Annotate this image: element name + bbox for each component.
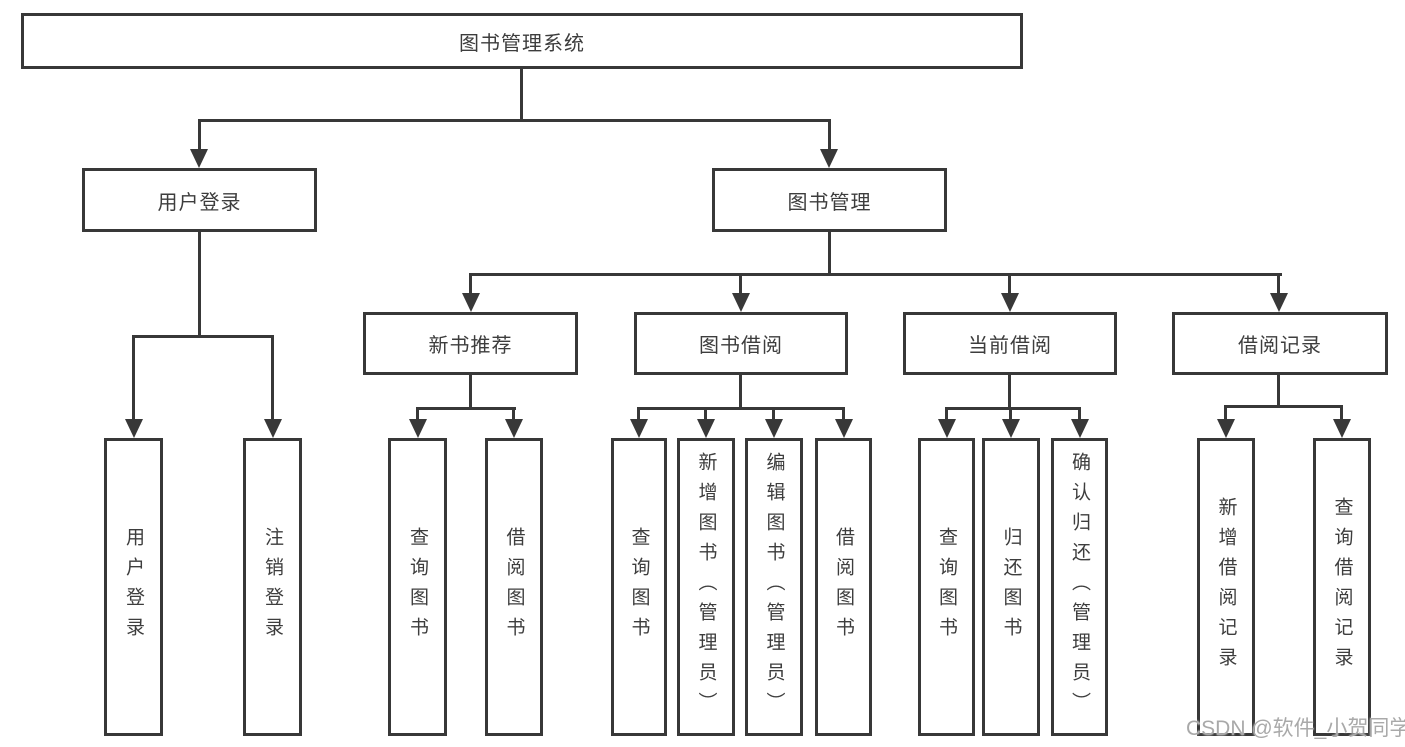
leaf-edit-book-admin: 编辑图书（管理员） — [745, 438, 803, 736]
arrow-down-icon — [505, 419, 523, 438]
leaf-label: 查询图书 — [407, 527, 428, 647]
leaf-add-borrow-record: 新增借阅记录 — [1197, 438, 1255, 736]
connector-line — [520, 69, 523, 119]
leaf-label: 查询图书 — [936, 527, 957, 647]
arrow-down-icon — [125, 419, 143, 438]
csdn-watermark: CSDN @软件_小贺同学 — [1186, 717, 1405, 740]
connector-line — [1277, 374, 1280, 405]
node-label: 当前借阅 — [968, 335, 1052, 357]
arrow-down-icon — [462, 293, 480, 312]
arrow-down-icon — [1217, 419, 1235, 438]
connector-line — [704, 407, 707, 421]
node-label: 新书推荐 — [428, 335, 513, 357]
connector-line — [1008, 273, 1011, 295]
connector-line — [512, 407, 515, 421]
connector-line — [469, 273, 472, 295]
connector-line — [842, 407, 845, 421]
leaf-label: 注销登录 — [262, 527, 283, 647]
connector-line — [1224, 405, 1227, 421]
connector-line — [132, 335, 135, 419]
node-user-login: 用户登录 — [82, 168, 317, 232]
node-label: 图书借阅 — [699, 335, 783, 357]
arrow-down-icon — [1270, 293, 1288, 312]
leaf-confirm-return-admin: 确认归还（管理员） — [1051, 438, 1108, 736]
connector-line — [469, 374, 472, 407]
connector-line — [1277, 273, 1280, 295]
node-label: 用户登录 — [157, 191, 242, 214]
leaf-return-book: 归还图书 — [982, 438, 1040, 736]
leaf-user-login: 用户登录 — [104, 438, 163, 736]
connector-line — [1078, 407, 1081, 421]
arrow-down-icon — [190, 149, 208, 168]
connector-line — [469, 273, 1282, 276]
connector-line — [637, 407, 640, 421]
node-current-borrowing: 当前借阅 — [903, 312, 1117, 375]
connector-line — [739, 374, 742, 407]
leaf-add-book-admin: 新增图书（管理员） — [677, 438, 735, 736]
connector-line — [772, 407, 775, 421]
arrow-down-icon — [820, 149, 838, 168]
arrow-down-icon — [1001, 293, 1019, 312]
arrow-down-icon — [835, 419, 853, 438]
connector-line — [945, 407, 948, 421]
leaf-current-query-book: 查询图书 — [918, 438, 975, 736]
node-label: 借阅记录 — [1238, 335, 1322, 357]
connector-line — [271, 335, 274, 419]
leaf-label: 编辑图书（管理员） — [763, 452, 785, 722]
arrow-down-icon — [938, 419, 956, 438]
connector-line — [945, 407, 1081, 410]
arrow-down-icon — [1333, 419, 1351, 438]
leaf-label: 查询借阅记录 — [1331, 497, 1353, 677]
leaf-label: 查询图书 — [628, 527, 650, 647]
leaf-query-borrow-record: 查询借阅记录 — [1313, 438, 1371, 736]
node-library-management-system: 图书管理系统 — [21, 13, 1023, 69]
leaf-label: 借阅图书 — [503, 527, 525, 647]
arrow-down-icon — [732, 293, 750, 312]
arrow-down-icon — [630, 419, 648, 438]
leaf-newbook-borrow-book: 借阅图书 — [485, 438, 543, 736]
arrow-down-icon — [1071, 419, 1089, 438]
leaf-label: 用户登录 — [123, 527, 144, 647]
leaf-borrowing-query-book: 查询图书 — [611, 438, 667, 736]
leaf-newbook-query-book: 查询图书 — [388, 438, 447, 736]
arrow-down-icon — [264, 419, 282, 438]
connector-line — [198, 119, 201, 150]
leaf-label: 借阅图书 — [833, 527, 854, 647]
leaf-label: 新增借阅记录 — [1215, 497, 1237, 677]
leaf-label: 确认归还（管理员） — [1069, 452, 1090, 722]
node-borrowing-records: 借阅记录 — [1172, 312, 1388, 375]
arrow-down-icon — [765, 419, 783, 438]
connector-line — [416, 407, 419, 421]
arrow-down-icon — [697, 419, 715, 438]
node-book-borrowing: 图书借阅 — [634, 312, 848, 375]
connector-line — [198, 232, 201, 335]
connector-line — [416, 407, 516, 410]
leaf-borrowing-borrow-book: 借阅图书 — [815, 438, 872, 736]
connector-line — [1340, 405, 1343, 421]
connector-line — [1224, 405, 1343, 408]
connector-line — [1009, 407, 1012, 421]
node-label: 图书管理系统 — [459, 32, 585, 55]
connector-line — [637, 407, 845, 410]
node-label: 图书管理 — [787, 191, 872, 214]
connector-line — [739, 273, 742, 295]
arrow-down-icon — [409, 419, 427, 438]
connector-line — [132, 335, 274, 338]
connector-line — [1008, 374, 1011, 407]
connector-line — [198, 119, 831, 122]
connector-line — [828, 232, 831, 273]
leaf-label: 归还图书 — [1000, 527, 1022, 647]
leaf-label: 新增图书（管理员） — [695, 452, 717, 722]
arrow-down-icon — [1002, 419, 1020, 438]
node-book-management: 图书管理 — [712, 168, 947, 232]
node-new-book-recommend: 新书推荐 — [363, 312, 578, 375]
connector-line — [828, 119, 831, 150]
leaf-logout: 注销登录 — [243, 438, 302, 736]
